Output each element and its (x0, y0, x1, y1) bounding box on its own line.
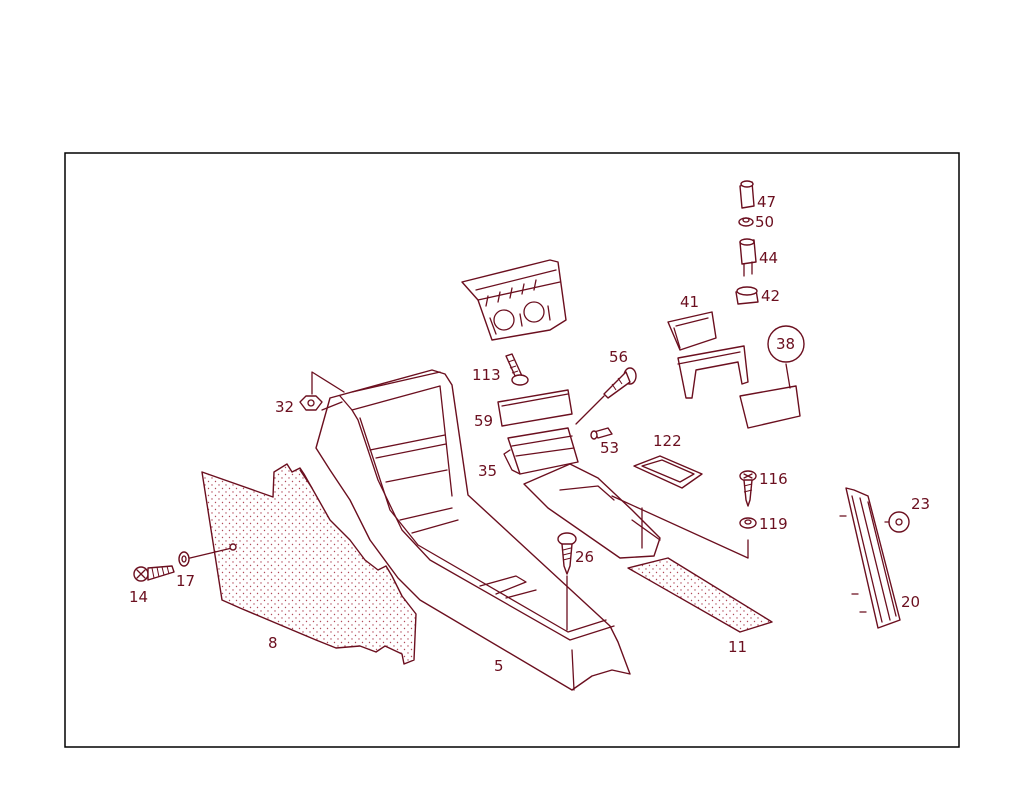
part-53-pin[interactable] (590, 427, 613, 440)
callout-122: 122 (653, 432, 682, 450)
part-42-bezel[interactable] (735, 286, 759, 305)
callout-8: 8 (268, 634, 278, 652)
part-119-washer[interactable] (739, 517, 757, 529)
callout-44: 44 (759, 249, 778, 267)
part-tray[interactable] (523, 463, 749, 559)
callout-119: 119 (759, 515, 788, 533)
part-44-switch[interactable] (739, 238, 757, 277)
part-20-trim-strip[interactable] (839, 487, 901, 629)
callout-59: 59 (474, 412, 493, 430)
callout-53: 53 (600, 439, 619, 457)
callout-5: 5 (494, 657, 504, 675)
callout-41: 41 (680, 293, 699, 311)
part-26-screw[interactable] (557, 532, 577, 631)
callout-42: 42 (761, 287, 780, 305)
part-17-washer[interactable] (178, 543, 237, 567)
callout-32: 32 (275, 398, 294, 416)
callout-20: 20 (901, 593, 920, 611)
part-bezel-frame[interactable] (677, 345, 749, 399)
part-38-ashtray[interactable] (739, 363, 801, 429)
callout-47: 47 (757, 193, 776, 211)
part-switch-panel[interactable] (461, 259, 567, 341)
part-116-screw[interactable] (739, 470, 757, 507)
part-47-bulb[interactable] (739, 180, 755, 209)
part-14-screw[interactable] (133, 565, 175, 582)
part-59-panel[interactable] (497, 389, 573, 427)
part-11-mat[interactable] (627, 557, 773, 633)
part-50-ring[interactable] (738, 217, 754, 227)
callout-56: 56 (609, 348, 628, 366)
callout-113: 113 (472, 366, 501, 384)
callout-35: 35 (478, 462, 497, 480)
part-23-clip[interactable] (884, 511, 910, 533)
part-41-cover[interactable] (667, 311, 717, 351)
callout-26: 26 (575, 548, 594, 566)
callout-11: 11 (728, 638, 747, 656)
part-8-side-panel[interactable] (201, 463, 417, 665)
callouts: 5 8 11 14 17 20 23 26 32 35 38 41 42 44 … (129, 193, 930, 675)
callout-14: 14 (129, 588, 148, 606)
callout-17: 17 (176, 572, 195, 590)
part-122-tray[interactable] (633, 455, 703, 489)
callout-50: 50 (755, 213, 774, 231)
part-56-screw[interactable] (575, 367, 637, 425)
callout-23: 23 (911, 495, 930, 513)
part-32-nut[interactable] (299, 371, 345, 411)
part-35-housing[interactable] (503, 427, 579, 475)
part-5-center-console[interactable] (315, 369, 631, 691)
callout-116: 116 (759, 470, 788, 488)
callout-38-circle (767, 325, 805, 363)
part-113-screw[interactable] (505, 353, 529, 386)
callout-38: 38 (776, 335, 795, 353)
diagram-frame (64, 152, 960, 748)
